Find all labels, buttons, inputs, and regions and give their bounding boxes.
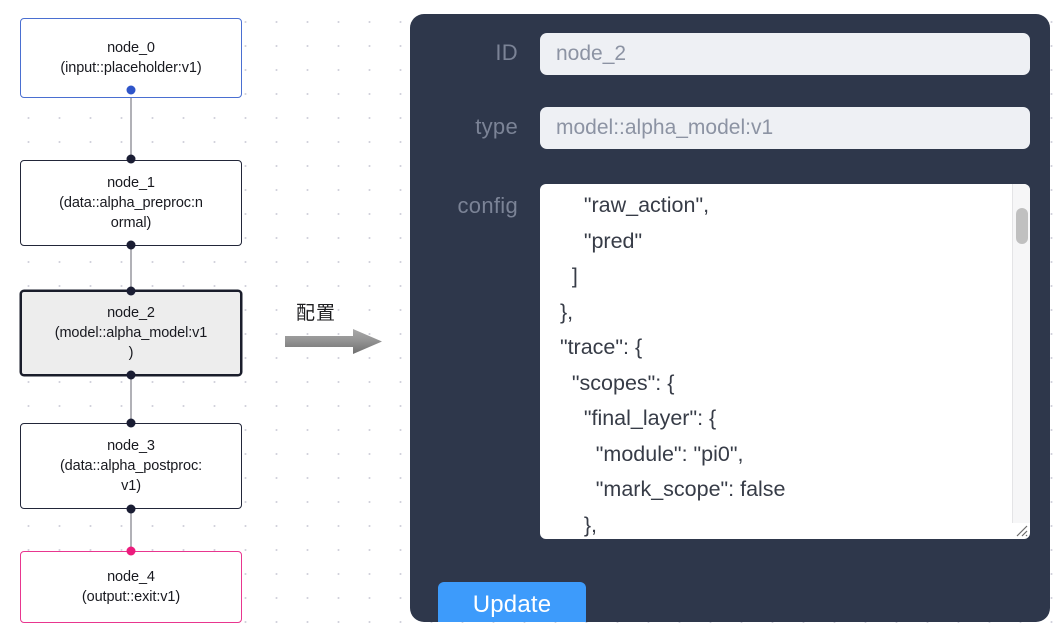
- flow-node-node_1[interactable]: node_1 (data::alpha_preproc:n ormal): [20, 160, 242, 246]
- id-field-label: ID: [495, 40, 518, 65]
- id-input[interactable]: [540, 33, 1030, 75]
- type-field-label: type: [475, 114, 518, 139]
- flow-node-label: node_2 (model::alpha_model:v1 ): [54, 305, 208, 361]
- resize-handle-icon[interactable]: [1013, 522, 1029, 538]
- node-handle-source-node_1[interactable]: [126, 240, 136, 250]
- node-handle-source-node_0[interactable]: [126, 85, 136, 95]
- annotation-caption: 配置: [296, 302, 337, 324]
- flow-node-node_3[interactable]: node_3 (data::alpha_postproc: v1): [20, 423, 242, 509]
- config-scrollbar[interactable]: [1012, 184, 1030, 523]
- node-handle-target-node_2[interactable]: [126, 286, 136, 296]
- node-handle-target-node_1[interactable]: [126, 154, 136, 164]
- edge-node2-node3: [130, 374, 132, 425]
- config-scrollbar-thumb[interactable]: [1016, 208, 1028, 244]
- edge-node0-node1: [130, 90, 132, 160]
- edge-node3-node4: [130, 507, 132, 553]
- flow-node-node_4[interactable]: node_4 (output::exit:v1): [20, 551, 242, 623]
- flow-node-label: node_1 (data::alpha_preproc:n ormal): [59, 175, 203, 231]
- flow-node-node_0[interactable]: node_0 (input::placeholder:v1): [20, 18, 242, 98]
- node-config-panel: ID type config Update: [410, 14, 1050, 622]
- field-row-type: type: [410, 107, 1050, 149]
- flow-node-node_2[interactable]: node_2 (model::alpha_model:v1 ): [20, 290, 242, 376]
- config-field-label: config: [457, 193, 518, 218]
- field-row-config: config: [410, 184, 1050, 539]
- node-handle-source-node_2[interactable]: [126, 370, 136, 380]
- update-button[interactable]: Update: [438, 582, 586, 622]
- node-handle-target-node_3[interactable]: [126, 418, 136, 428]
- edge-node1-node2: [130, 244, 132, 292]
- node-handle-target-node_4[interactable]: [126, 546, 136, 556]
- flow-node-label: node_0 (input::placeholder:v1): [60, 40, 202, 76]
- config-textarea-wrapper: [540, 184, 1030, 539]
- flow-node-label: node_4 (output::exit:v1): [81, 569, 181, 605]
- flow-node-label: node_3 (data::alpha_postproc: v1): [59, 438, 203, 494]
- node-handle-source-node_3[interactable]: [126, 504, 136, 514]
- annotation-arrow-group: 配置: [285, 298, 395, 360]
- config-textarea[interactable]: [540, 184, 1012, 539]
- type-input[interactable]: [540, 107, 1030, 149]
- field-row-id: ID: [410, 33, 1050, 75]
- arrow-right-icon: [285, 329, 382, 354]
